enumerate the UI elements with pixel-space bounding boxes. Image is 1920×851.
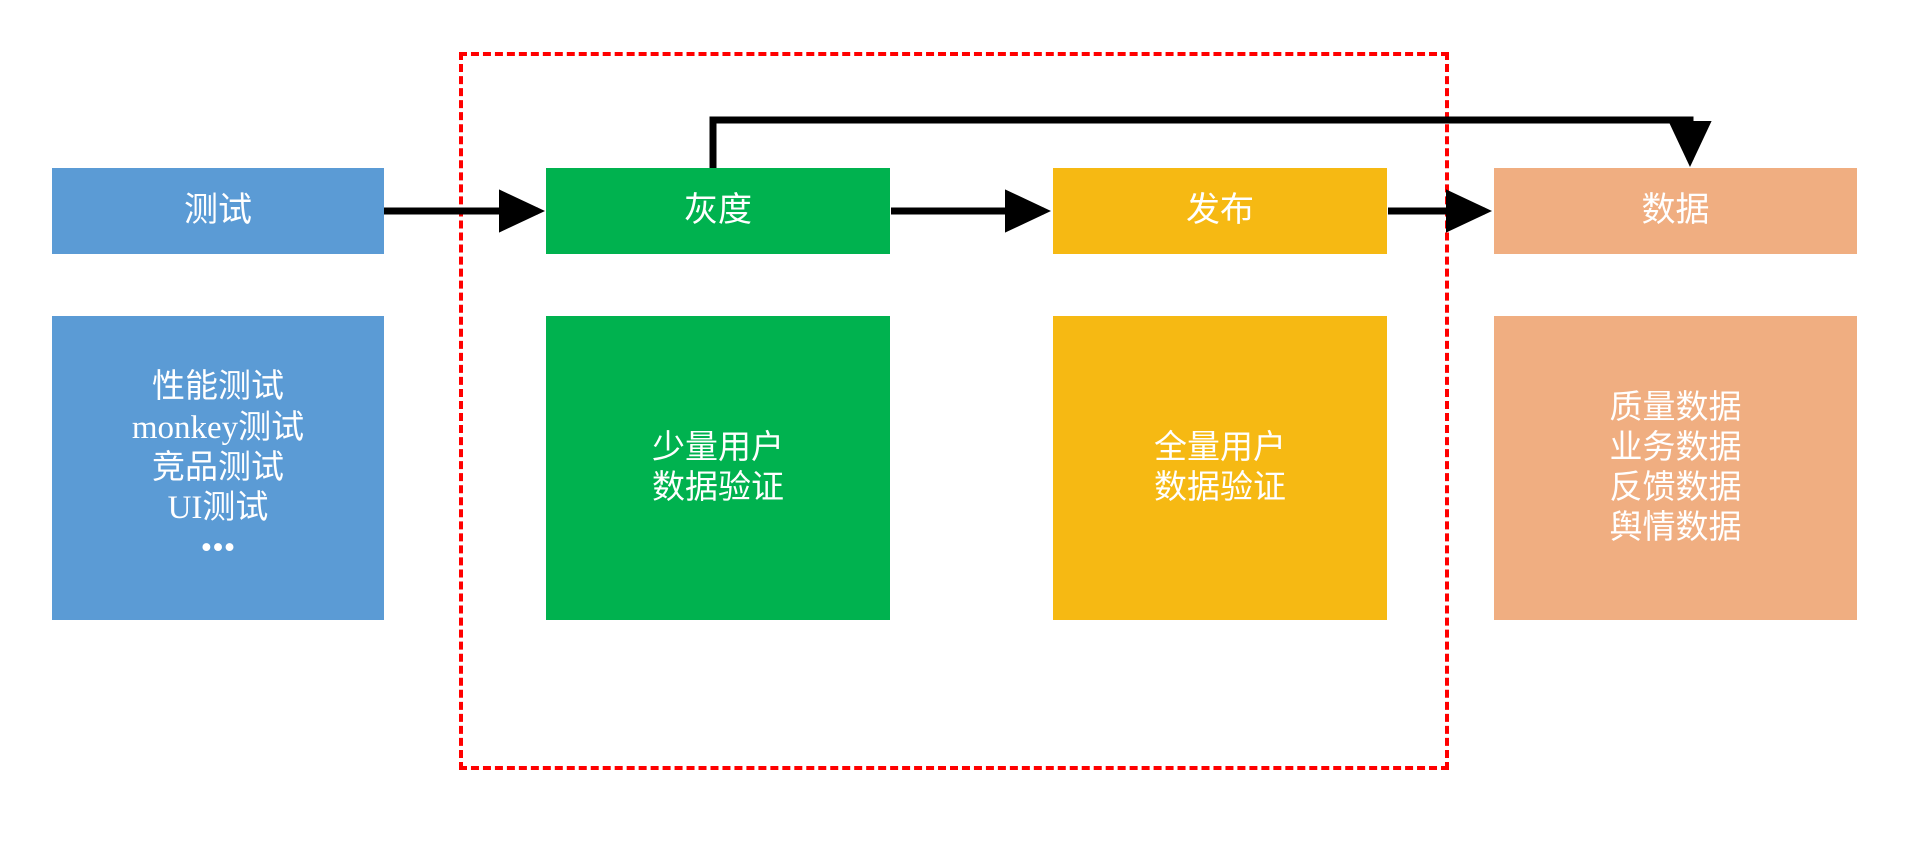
stage-header-release[interactable]: 发布 xyxy=(1053,168,1387,254)
stage-header-gray-release[interactable]: 灰度 xyxy=(546,168,890,254)
scope-highlight-rect xyxy=(459,52,1449,770)
stage-content-gray-release[interactable]: 少量用户 数据验证 xyxy=(546,316,890,620)
stage-header-data[interactable]: 数据 xyxy=(1494,168,1857,254)
stage-content-data[interactable]: 质量数据 业务数据 反馈数据 舆情数据 xyxy=(1494,316,1857,620)
stage-content-test[interactable]: 性能测试 monkey测试 竞品测试 UI测试 ••• xyxy=(52,316,384,620)
stage-content-release[interactable]: 全量用户 数据验证 xyxy=(1053,316,1387,620)
stage-header-test[interactable]: 测试 xyxy=(52,168,384,254)
